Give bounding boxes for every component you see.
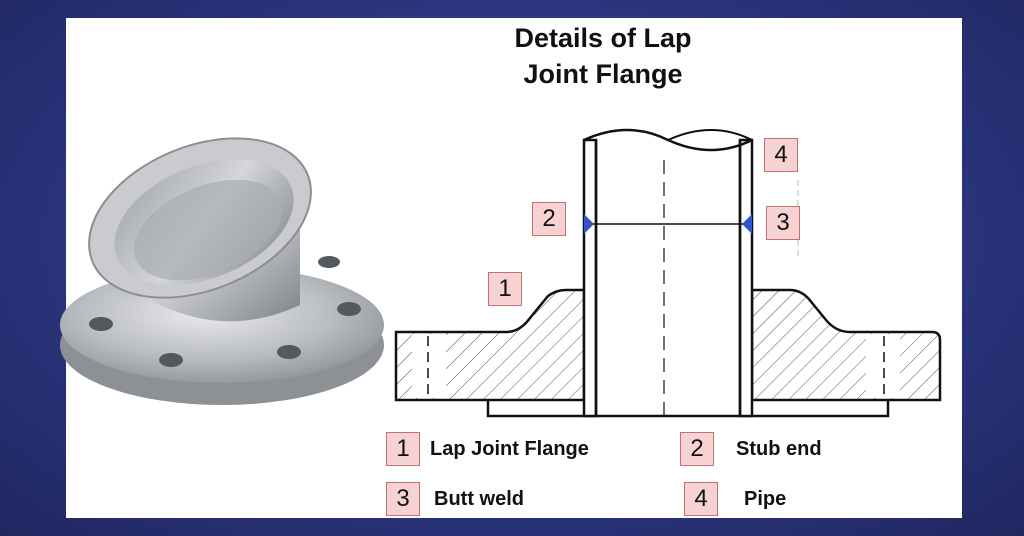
weld-bead-left bbox=[584, 214, 594, 234]
callout-4-badge: 4 bbox=[764, 138, 798, 172]
callout-3-number: 3 bbox=[776, 209, 790, 236]
legend-3-label: Butt weld bbox=[434, 488, 524, 510]
cross-section-drawing bbox=[394, 128, 942, 418]
callout-3-badge: 3 bbox=[766, 206, 800, 240]
callout-2-badge: 2 bbox=[532, 202, 566, 236]
legend-2-number: 2 bbox=[690, 435, 704, 462]
bolt-hole bbox=[337, 302, 361, 316]
legend-1-number: 1 bbox=[396, 435, 410, 462]
title-line-2: Joint Flange bbox=[523, 59, 683, 89]
callout-2-number: 2 bbox=[542, 205, 556, 232]
callout-4-number: 4 bbox=[774, 141, 788, 168]
bolt-hole bbox=[277, 345, 301, 359]
legend-2-badge: 2 bbox=[680, 432, 714, 466]
bolt-hole bbox=[159, 353, 183, 367]
callout-1-number: 1 bbox=[498, 275, 512, 302]
legend-1-label: Lap Joint Flange bbox=[430, 438, 589, 460]
legend-3-badge: 3 bbox=[386, 482, 420, 516]
legend-4-number: 4 bbox=[694, 485, 708, 512]
bolt-hole bbox=[318, 256, 340, 268]
legend-3-number: 3 bbox=[396, 485, 410, 512]
title-line-1: Details of Lap bbox=[514, 23, 692, 53]
legend-1-badge: 1 bbox=[386, 432, 420, 466]
flange-photo bbox=[60, 137, 384, 405]
bolt-hole bbox=[89, 317, 113, 331]
weld-bead-right bbox=[742, 214, 752, 234]
legend-2-label: Stub end bbox=[736, 438, 822, 460]
legend-4-badge: 4 bbox=[684, 482, 718, 516]
legend-4-label: Pipe bbox=[744, 488, 787, 510]
callout-1-badge: 1 bbox=[488, 272, 522, 306]
diagram-title: Details of Lap Joint Flange bbox=[478, 20, 728, 92]
